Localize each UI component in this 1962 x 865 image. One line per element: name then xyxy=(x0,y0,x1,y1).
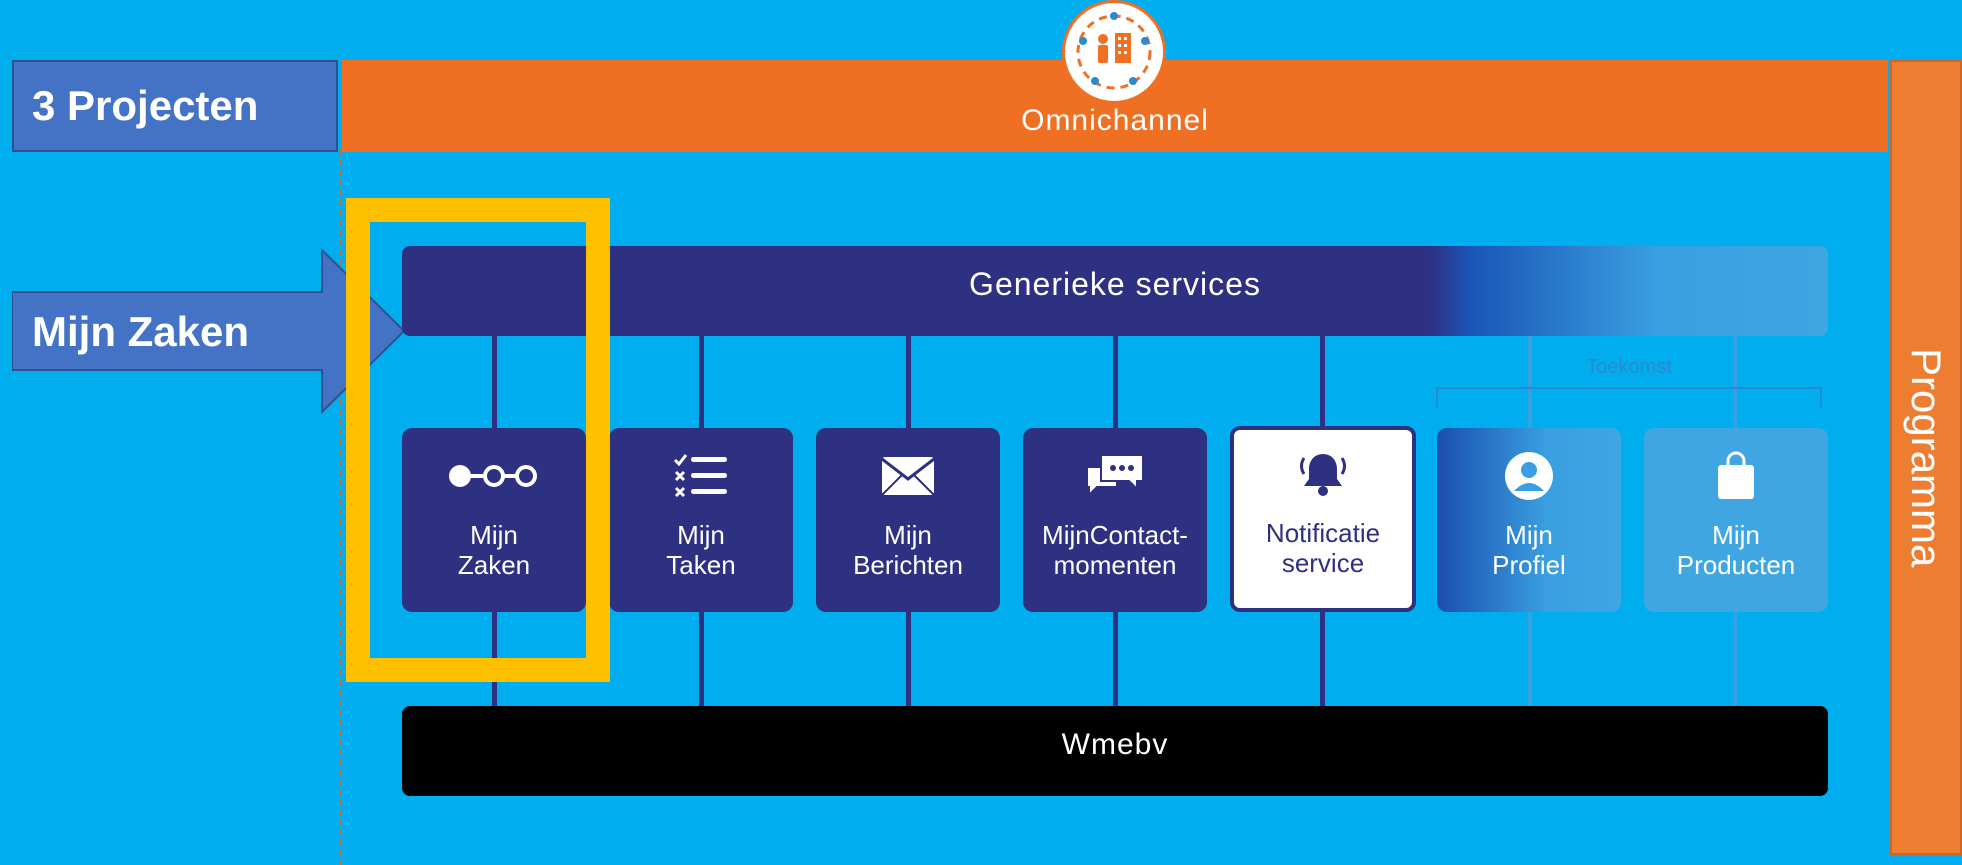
card-mijn-taken: Mijn Taken xyxy=(609,428,793,612)
user-icon xyxy=(1504,448,1554,504)
connector-line xyxy=(1113,336,1118,428)
bell-icon xyxy=(1296,446,1350,502)
envelope-icon xyxy=(880,448,936,504)
connector-line xyxy=(1528,336,1532,428)
connector-line xyxy=(699,336,704,428)
divider-line xyxy=(340,150,342,865)
card-label: Mijn Berichten xyxy=(853,520,963,580)
mijn-zaken-label: Mijn Zaken xyxy=(32,308,250,355)
card-label: Mijn Taken xyxy=(666,520,736,580)
connector-line xyxy=(906,612,911,708)
toekomst-bracket xyxy=(1436,387,1822,407)
card-mijn-contactmomenten: MijnContact- momenten xyxy=(1023,428,1207,612)
connector-line xyxy=(1528,612,1532,708)
generieke-services-bar xyxy=(402,246,1828,336)
programma-bar xyxy=(1890,60,1962,855)
connector-line xyxy=(906,336,911,428)
connector-line xyxy=(1113,612,1118,708)
connector-line xyxy=(1733,612,1737,708)
wmebv-bar xyxy=(402,706,1828,796)
connector-line xyxy=(1320,336,1325,428)
card-label: Notificatie service xyxy=(1265,518,1381,578)
connector-line xyxy=(699,612,704,708)
connector-line xyxy=(1733,336,1737,428)
card-mijn-berichten: Mijn Berichten xyxy=(816,428,1000,612)
card-label: Mijn Zaken xyxy=(457,520,531,580)
process-dots-icon xyxy=(446,448,542,504)
card-mijn-profiel: Mijn Profiel xyxy=(1437,428,1621,612)
card-mijn-zaken: Mijn Zaken xyxy=(402,428,586,612)
chat-bubbles-icon xyxy=(1085,448,1145,504)
generieke-services-label: Generieke services xyxy=(969,266,1261,302)
projecten-label: 3 Projecten xyxy=(12,60,338,152)
mijn-zaken-highlight-frame xyxy=(346,198,610,682)
omnichannel-logo xyxy=(1062,0,1166,104)
omnichannel-people-building-icon xyxy=(1076,12,1152,90)
shopping-bag-icon xyxy=(1714,448,1758,504)
toekomst-label: Toekomst xyxy=(1586,356,1672,378)
omnichannel-label: Omnichannel xyxy=(1021,104,1209,137)
connector-line xyxy=(1320,612,1325,708)
card-mijn-producten: Mijn Producten xyxy=(1644,428,1828,612)
card-notificatie-service: Notificatie service xyxy=(1230,426,1416,612)
wmebv-label: Wmebv xyxy=(1061,728,1169,761)
card-label: MijnContact- momenten xyxy=(1042,520,1188,580)
programma-label: Programma xyxy=(1903,347,1950,568)
card-label: Mijn Producten xyxy=(1676,520,1796,580)
connector-line xyxy=(492,336,497,428)
checklist-icon xyxy=(673,448,729,504)
card-label: Mijn Profiel xyxy=(1492,520,1566,580)
